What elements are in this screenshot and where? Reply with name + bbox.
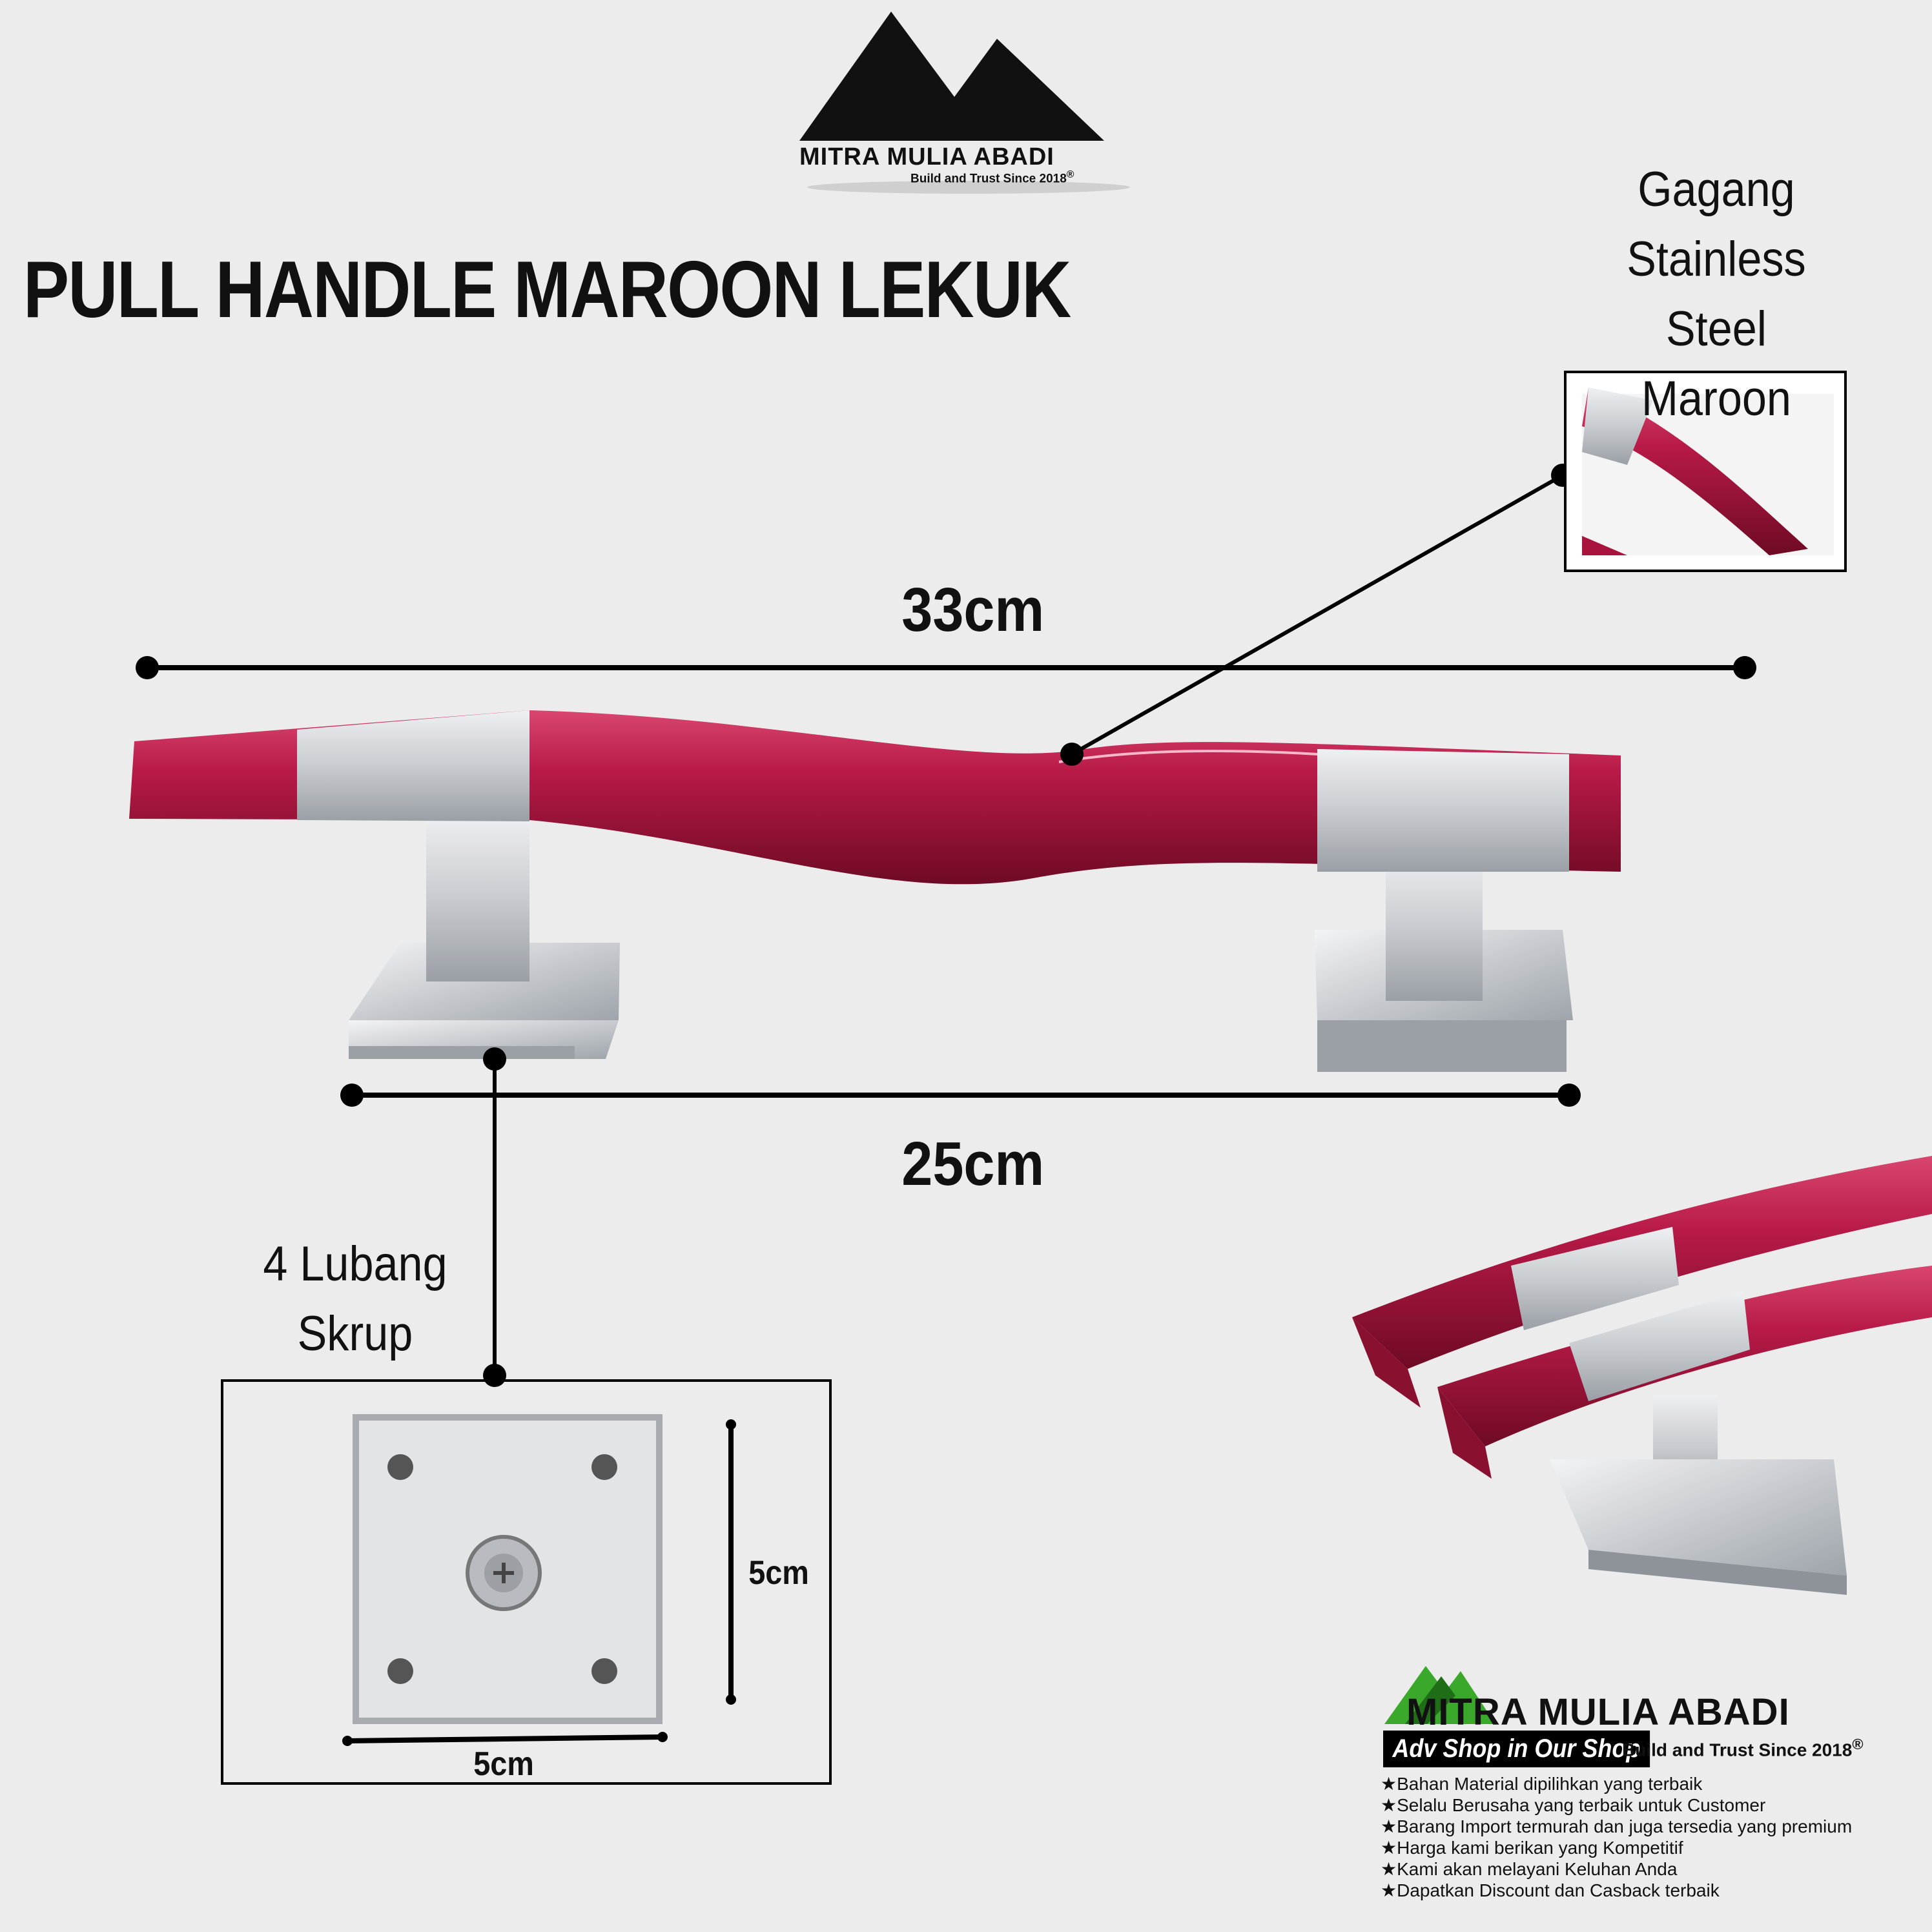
header-brand-name: MITRA MULIA ABADI xyxy=(799,143,1054,170)
header-brand-tagline: Build and Trust Since 2018® xyxy=(910,169,1074,186)
material-leader-line xyxy=(1060,464,1574,766)
header-tagline-text: Build and Trust Since 2018 xyxy=(910,172,1067,186)
footer-badge: Adv Shop in Our Shop xyxy=(1383,1731,1650,1767)
feature-item: Bahan Material dipilihkan yang terbaik xyxy=(1381,1773,1852,1794)
feature-item: Barang Import termurah dan juga tersedia… xyxy=(1381,1816,1852,1837)
plate-width-label: 5cm xyxy=(473,1745,534,1783)
material-callout-line1: Gagang xyxy=(1638,162,1795,217)
footer-brand-name: MITRA MULIA ABADI xyxy=(1406,1691,1790,1733)
feature-item: Kami akan melayani Keluhan Anda xyxy=(1381,1858,1852,1880)
header-registered-mark: ® xyxy=(1066,169,1074,180)
screw-plate-inset xyxy=(221,1379,832,1785)
pull-handle-image xyxy=(129,710,1621,1072)
product-title: PULL HANDLE MAROON LEKUK xyxy=(23,245,1071,334)
total-length-label: 33cm xyxy=(901,575,1045,644)
feature-item: Harga kami berikan yang Kompetitif xyxy=(1381,1837,1852,1858)
plate-width-dimension-line xyxy=(342,1732,668,1746)
mount-spacing-label: 25cm xyxy=(901,1129,1045,1198)
screw-plate-leader-line xyxy=(483,1047,506,1387)
footer-tagline: Build and Trust Since 2018® xyxy=(1622,1736,1864,1760)
material-detail-inset xyxy=(1564,371,1847,572)
feature-list: Bahan Material dipilihkan yang terbaik S… xyxy=(1381,1773,1852,1901)
screw-holes-line2: Skrup xyxy=(297,1306,413,1361)
material-callout-line3: Maroon xyxy=(1641,371,1791,426)
mount-spacing-dimension-line xyxy=(340,1084,1581,1107)
material-callout: Gagang Stainless Steel Maroon xyxy=(1577,155,1856,434)
footer-registered-mark: ® xyxy=(1852,1736,1864,1752)
feature-item: Dapatkan Discount dan Casback terbaik xyxy=(1381,1880,1852,1901)
plate-height-label: 5cm xyxy=(748,1554,809,1592)
handle-pair-image xyxy=(1352,1156,1932,1595)
feature-item: Selalu Berusaha yang terbaik untuk Custo… xyxy=(1381,1794,1852,1816)
footer-tagline-text: Build and Trust Since 2018 xyxy=(1622,1740,1853,1760)
screw-holes-callout: 4 Lubang Skrup xyxy=(245,1229,466,1369)
footer-logo-icon xyxy=(1384,1666,1495,1724)
brand-logo-icon xyxy=(799,12,1130,194)
plate-height-dimension-line xyxy=(726,1419,736,1705)
total-length-dimension-line xyxy=(136,656,1756,679)
material-callout-line2: Stainless Steel xyxy=(1627,232,1806,356)
screw-holes-line1: 4 Lubang xyxy=(263,1237,447,1291)
